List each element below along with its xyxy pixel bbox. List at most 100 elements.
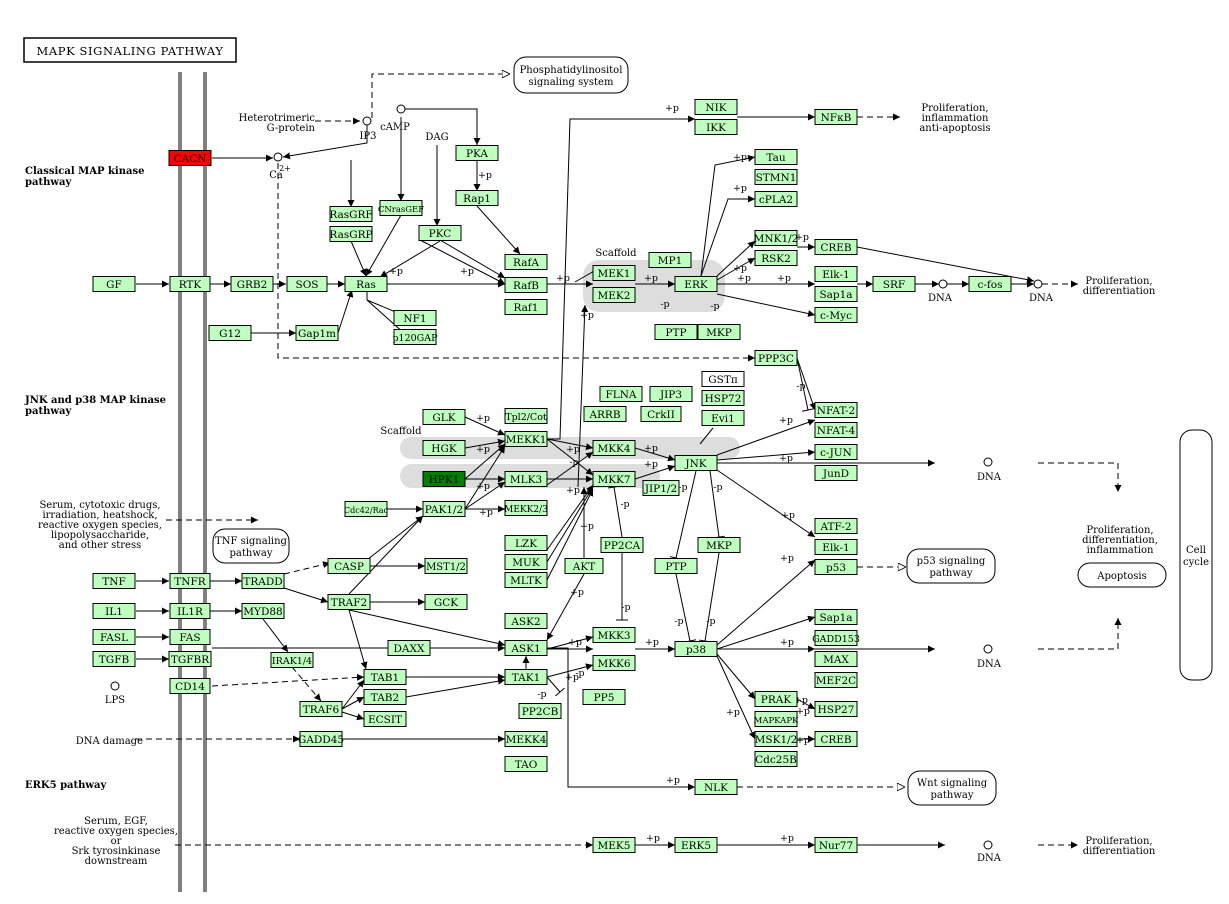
gene-nur77[interactable]: Nur77	[814, 837, 858, 853]
gene-prak[interactable]: PRAK	[754, 691, 798, 707]
gene-tau[interactable]: Tau	[754, 149, 798, 165]
gene-gstpi[interactable]: GSTπ	[701, 371, 745, 387]
gene-pp2ca[interactable]: PP2CA	[600, 537, 644, 553]
gene-rafb[interactable]: RafB	[504, 277, 548, 293]
gene-hpk1[interactable]: HPK1	[422, 471, 466, 487]
gene-mapkapk[interactable]: MAPKAPK	[754, 711, 799, 727]
gene-cdc25b[interactable]: Cdc25B	[754, 751, 798, 767]
gene-tnfr[interactable]: TNFR	[169, 573, 211, 589]
gene-ptp2[interactable]: PTP	[654, 558, 698, 574]
gene-ppp3c[interactable]: PPP3C	[754, 350, 798, 366]
gene-myd88[interactable]: MYD88	[241, 603, 285, 619]
gene-max[interactable]: MAX	[814, 651, 858, 667]
gene-gap1m[interactable]: Gap1m	[295, 325, 339, 341]
gene-stmn1[interactable]: STMN1	[754, 169, 798, 185]
gene-pka[interactable]: PKA	[455, 145, 499, 161]
gene-cmyc[interactable]: c-Myc	[814, 307, 858, 323]
gene-sos[interactable]: SOS	[286, 276, 328, 292]
gene-traf2[interactable]: TRAF2	[327, 594, 371, 610]
gene-fasl[interactable]: FASL	[92, 629, 136, 645]
gene-rap1[interactable]: Rap1	[455, 190, 499, 206]
gene-mltk[interactable]: MLTK	[504, 572, 548, 588]
gene-ptp1[interactable]: PTP	[654, 324, 698, 340]
gene-tgfb[interactable]: TGFB	[92, 651, 136, 667]
gene-mp1[interactable]: MP1	[648, 252, 692, 268]
gene-ras[interactable]: Ras	[344, 276, 388, 292]
gene-cacn[interactable]: CACN	[168, 150, 212, 166]
gene-jnk[interactable]: JNK	[674, 455, 718, 471]
gene-g12[interactable]: G12	[208, 325, 252, 341]
gene-nik[interactable]: NIK	[694, 99, 738, 115]
gene-rasgrf[interactable]: RasGRF	[329, 206, 373, 222]
gene-crkii[interactable]: CrkII	[640, 406, 682, 422]
gene-mkk6[interactable]: MKK6	[592, 655, 636, 671]
gene-cjun[interactable]: c-JUN	[814, 444, 858, 460]
gene-nlk[interactable]: NLK	[694, 779, 738, 795]
gene-mek1[interactable]: MEK1	[592, 265, 636, 281]
gene-p120gap[interactable]: p120GAP	[392, 329, 438, 345]
gene-mef2c[interactable]: MEF2C	[814, 672, 858, 688]
gene-mlk3[interactable]: MLK3	[504, 471, 548, 487]
gene-mkp2[interactable]: MKP	[697, 537, 741, 553]
gene-rasgrp[interactable]: RasGRP	[329, 226, 373, 242]
gene-ask1[interactable]: ASK1	[504, 640, 548, 656]
gene-tgfbr[interactable]: TGFBR	[168, 651, 212, 667]
gene-rsk2[interactable]: RSK2	[754, 250, 798, 266]
gene-pkc[interactable]: PKC	[418, 225, 462, 241]
gene-mekk1[interactable]: MEKK1	[504, 431, 548, 447]
gene-mekk4[interactable]: MEKK4	[504, 731, 548, 747]
gene-rtk[interactable]: RTK	[169, 276, 211, 292]
gene-hsp27[interactable]: HSP27	[814, 701, 858, 717]
gene-ecsit[interactable]: ECSIT	[363, 711, 407, 727]
gene-erk5[interactable]: ERK5	[674, 837, 718, 853]
gene-glk[interactable]: GLK	[422, 409, 466, 425]
gene-p53[interactable]: p53	[814, 559, 858, 575]
gene-irak14[interactable]: IRAK1/4	[270, 652, 314, 668]
gene-sap1a1[interactable]: Sap1a	[814, 286, 858, 302]
gene-grb2[interactable]: GRB2	[230, 276, 274, 292]
gene-mek2[interactable]: MEK2	[592, 287, 636, 303]
map-apoptosis[interactable]: Apoptosis	[1077, 562, 1167, 588]
gene-arrb[interactable]: ARRB	[583, 406, 627, 422]
gene-pak12[interactable]: PAK1/2	[422, 501, 466, 517]
gene-pp5[interactable]: PP5	[582, 689, 626, 705]
gene-cnrasgef[interactable]: CNrasGEF	[378, 200, 424, 216]
gene-mkk3[interactable]: MKK3	[592, 627, 636, 643]
gene-nfkb[interactable]: NFκB	[814, 109, 858, 125]
gene-nf1[interactable]: NF1	[393, 310, 437, 326]
gene-cpla2[interactable]: cPLA2	[754, 191, 798, 207]
gene-tnf[interactable]: TNF	[92, 573, 136, 589]
gene-gadd153[interactable]: GADD153	[812, 630, 860, 646]
gene-evi1[interactable]: Evi1	[701, 410, 745, 426]
gene-muk[interactable]: MUK	[504, 554, 548, 570]
gene-traf6[interactable]: TRAF6	[299, 701, 343, 717]
gene-rafa[interactable]: RafA	[504, 254, 548, 270]
gene-akt[interactable]: AKT	[564, 558, 604, 574]
gene-il1[interactable]: IL1	[92, 603, 136, 619]
gene-msk12[interactable]: MSK1/2	[754, 731, 798, 747]
gene-cd14[interactable]: CD14	[169, 678, 211, 694]
gene-creb2[interactable]: CREB	[814, 731, 858, 747]
gene-tpl2[interactable]: Tpl2/Cot	[504, 408, 548, 424]
gene-mkk7[interactable]: MKK7	[592, 471, 636, 487]
gene-hgk[interactable]: HGK	[422, 440, 466, 456]
gene-ask2[interactable]: ASK2	[504, 613, 548, 629]
gene-tradd[interactable]: TRADD	[241, 573, 285, 589]
gene-pp2cb[interactable]: PP2CB	[518, 703, 562, 719]
gene-p38[interactable]: p38	[674, 641, 718, 657]
gene-fas[interactable]: FAS	[169, 629, 211, 645]
gene-mekk23[interactable]: MEKK2/3	[504, 500, 548, 516]
gene-elk1b[interactable]: Elk-1	[814, 539, 858, 555]
gene-nfat4[interactable]: NFAT-4	[814, 422, 858, 438]
gene-mst12[interactable]: MST1/2	[424, 558, 468, 574]
gene-il1r[interactable]: IL1R	[169, 603, 211, 619]
gene-daxx[interactable]: DAXX	[387, 640, 431, 656]
gene-cdc42[interactable]: Cdc42/Rac	[344, 501, 389, 517]
gene-cfos[interactable]: c-fos	[968, 276, 1012, 292]
gene-elk1a[interactable]: Elk-1	[814, 266, 858, 282]
